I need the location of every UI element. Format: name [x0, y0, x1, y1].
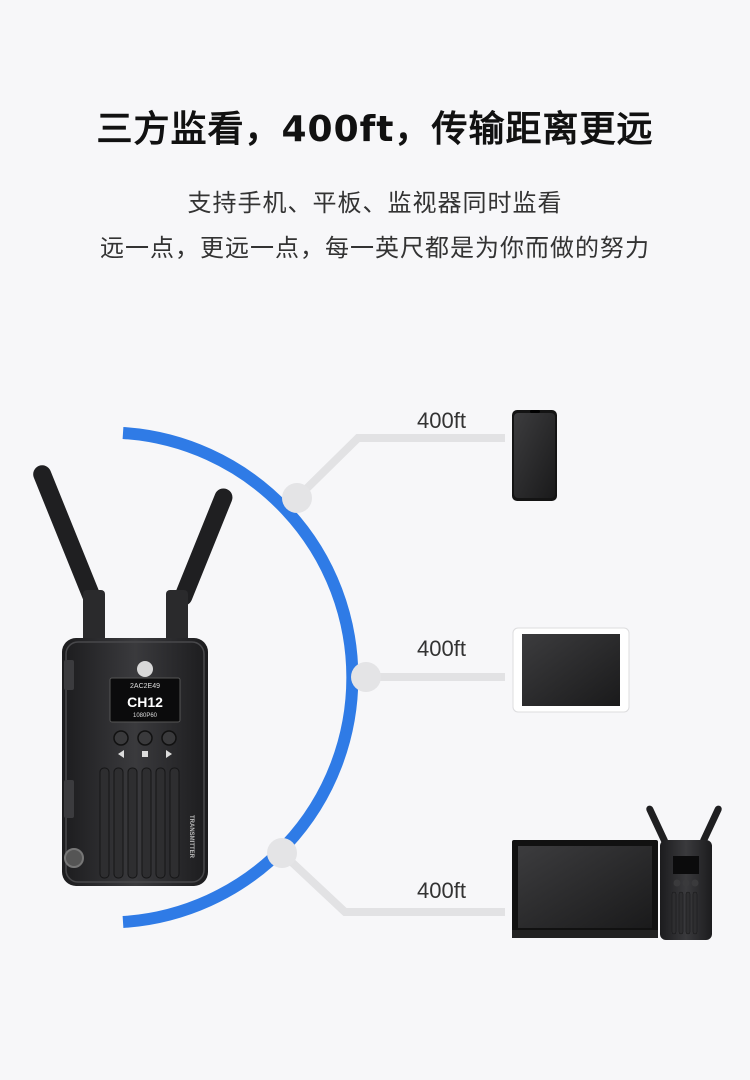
connector-phone: [294, 434, 505, 501]
device-button-center: [137, 730, 153, 746]
subtitle-line-1: 支持手机、平板、监视器同时监看: [187, 189, 563, 217]
node-tablet: [351, 662, 381, 692]
brand-logo-icon: [137, 661, 153, 677]
stop-icon: [142, 751, 148, 757]
tablet: [512, 627, 630, 713]
connector-monitor: [279, 850, 505, 916]
subtitle-line-2: 远一点，更远一点，每一英尺都是为你而做的努力: [100, 234, 650, 262]
device-side-label: TRANSMITTER: [188, 815, 194, 859]
antenna-left: [33, 465, 105, 642]
device-resolution-text: 1080P60: [133, 713, 158, 719]
antenna-right: [166, 488, 233, 642]
right-arrow-icon: [166, 750, 172, 758]
device-button-right: [161, 730, 177, 746]
monitor: [512, 840, 658, 938]
receiver-device: [646, 805, 722, 940]
smartphone: [512, 410, 557, 501]
page-title: 三方监看，400ft，传输距离更远: [96, 109, 654, 150]
transmitter-device: 2AC2E49 CH12 1080P60 TRANSMITTER: [62, 638, 208, 886]
distance-label-phone: 400ft: [417, 408, 466, 433]
node-phone: [282, 483, 312, 513]
distance-label-monitor: 400ft: [417, 878, 466, 903]
distance-label-tablet: 400ft: [417, 636, 466, 661]
device-id-text: 2AC2E49: [130, 683, 160, 690]
left-arrow-icon: [118, 750, 124, 758]
device-button-left: [113, 730, 129, 746]
device-screen: [109, 677, 181, 723]
node-monitor: [267, 838, 297, 868]
device-channel-text: CH12: [127, 694, 163, 710]
